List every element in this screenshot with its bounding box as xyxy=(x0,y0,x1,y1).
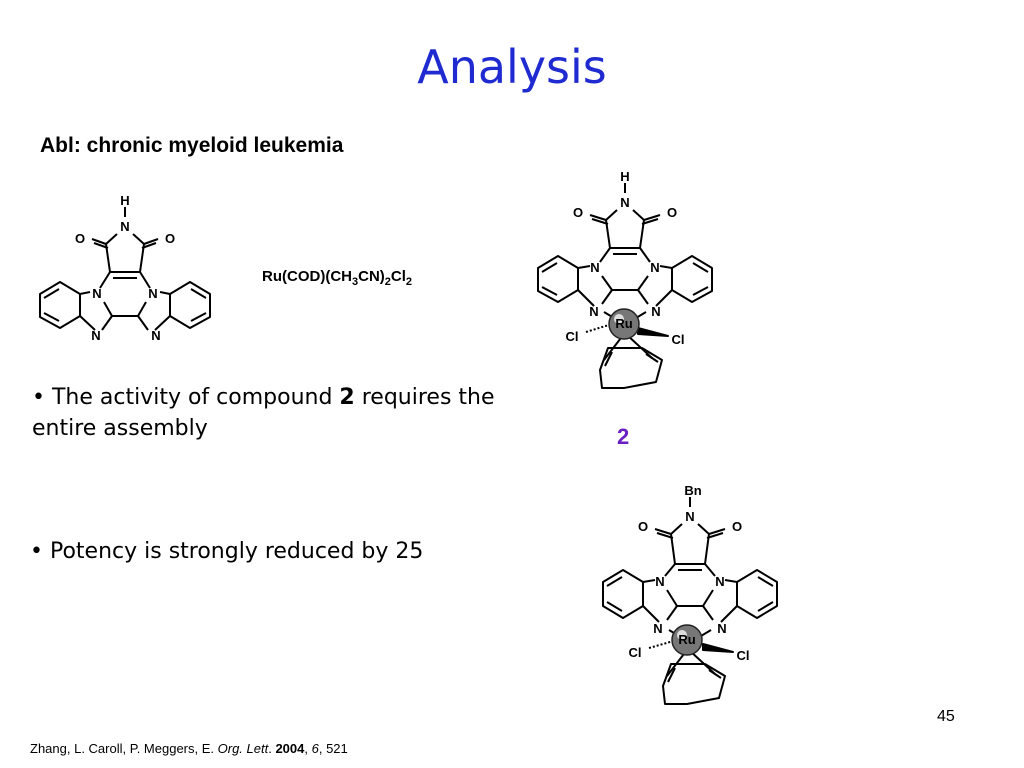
slide-title: Analysis xyxy=(417,40,607,94)
atom-h: H xyxy=(620,169,629,184)
atom-cl: Cl xyxy=(629,645,642,660)
atom-n: N xyxy=(650,260,659,275)
atom-ru: Ru xyxy=(678,632,695,647)
ligand-structure: H N O O N N N N xyxy=(39,193,211,343)
atom-bn: Bn xyxy=(684,483,701,498)
reagent-formula: Ru(COD)(CH3CN)2Cl2 xyxy=(262,268,413,288)
atom-n: N xyxy=(91,328,100,343)
atom-n: N xyxy=(717,621,726,636)
atom-n: N xyxy=(685,509,694,524)
page-number: 45 xyxy=(937,708,955,725)
reference-citation: Zhang, L. Caroll, P. Meggers, E. Org. Le… xyxy=(30,741,348,756)
atom-n: N xyxy=(148,286,157,301)
atom-n: N xyxy=(92,286,101,301)
compound-2-structure: H N O O N N N N Ru Cl Cl xyxy=(537,169,713,389)
atom-n: N xyxy=(120,219,129,234)
atom-h: H xyxy=(120,193,129,208)
atom-n: N xyxy=(715,574,724,589)
atom-n: N xyxy=(589,304,598,319)
atom-n: N xyxy=(151,328,160,343)
atom-o: O xyxy=(638,519,648,534)
atom-o: O xyxy=(732,519,742,534)
bullet-potency: • Potency is strongly reduced by 25 xyxy=(30,539,424,564)
atom-o: O xyxy=(165,231,175,246)
atom-n: N xyxy=(590,260,599,275)
compound-label: 2 xyxy=(617,424,630,449)
atom-n: N xyxy=(655,574,664,589)
atom-ru: Ru xyxy=(615,316,632,331)
atom-cl: Cl xyxy=(672,332,685,347)
atom-n: N xyxy=(620,195,629,210)
compound-25-structure: Bn N O O N N N N Ru Cl Cl xyxy=(602,483,778,705)
atom-cl: Cl xyxy=(566,329,579,344)
atom-o: O xyxy=(667,205,677,220)
atom-n: N xyxy=(651,304,660,319)
atom-cl: Cl xyxy=(737,648,750,663)
bullet-activity: • The activity of compound 2 requires th… xyxy=(32,385,495,441)
atom-o: O xyxy=(75,231,85,246)
atom-n: N xyxy=(653,621,662,636)
atom-o: O xyxy=(573,205,583,220)
slide-subtitle: Abl: chronic myeloid leukemia xyxy=(40,134,344,157)
